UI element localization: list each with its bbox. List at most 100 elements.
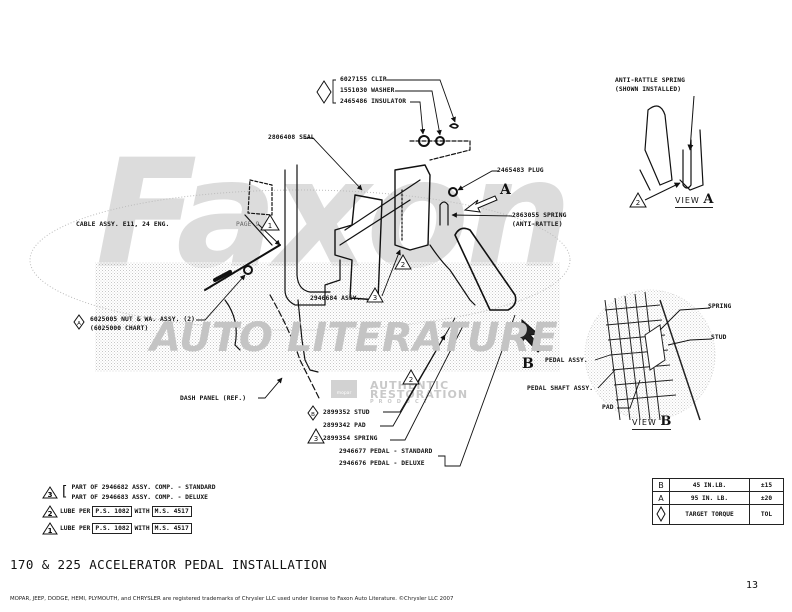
ars-line2: RESTORATION (370, 388, 469, 402)
view-b-pedal (659, 299, 701, 421)
shaft (344, 179, 421, 231)
cable-lever (244, 214, 273, 246)
label-nut-wa-chart: (6025000 CHART) (90, 325, 149, 332)
leader-viewb-spring (659, 307, 711, 331)
marker-3-lower: 3 (314, 435, 318, 443)
view-a-spring (682, 139, 692, 189)
view-a-direction-arrow (463, 195, 498, 213)
torque-tol-b: ±15 (749, 478, 784, 492)
view-b-arrow-letter: B (522, 356, 534, 372)
shaft-2 (339, 199, 411, 246)
leader-insulator (410, 101, 426, 135)
view-b-grid-h (604, 304, 677, 401)
triangle-marker-2-lower (402, 368, 420, 385)
marker-2-view-a: 2 (636, 199, 640, 207)
note-row-1: 1 LUBE PER P.S. 1082 WITH M.S. 4517 (42, 522, 216, 535)
authentic-restoration-logo: AUTHENTIC RESTORATION PRODUCT (370, 379, 469, 405)
leader-viewb-stud (667, 338, 713, 346)
view-a-bracket (644, 105, 673, 186)
torque-tol-a: ±20 (749, 491, 784, 505)
triangle-1-icon: 1 (42, 522, 58, 535)
torque-value-b: 45 IN.LB. (669, 478, 750, 492)
note-1-prefix: LUBE PER (60, 525, 91, 532)
svg-text:2: 2 (48, 510, 53, 518)
torque-row-a: A 95 IN. LB. ±20 (652, 491, 784, 505)
note-1-spec: P.S. 1082 (92, 523, 133, 534)
note-row-3: 3 [ PART OF 2946682 ASSY. COMP. - STANDA… (42, 481, 216, 503)
triangle-2-icon: 2 (42, 505, 58, 518)
label-spring: 2899354 SPRING (323, 435, 378, 442)
leader-spring-2 (390, 321, 466, 441)
label-insulator: 2465486 INSULATOR (340, 98, 407, 105)
torque-row-b: B 45 IN.LB. ±15 (652, 478, 784, 492)
diamond-icon (652, 504, 670, 525)
leader-spring (451, 212, 513, 218)
label-pedal-deluxe: 2946676 PEDAL - DELUXE (339, 460, 425, 467)
leader-viewb-pedal (594, 354, 611, 361)
bracket-glyph: [ (60, 484, 69, 500)
note-2-ms: M.S. 4517 (151, 506, 192, 517)
watermark-swoosh (29, 189, 571, 331)
label-dash-panel: DASH PANEL (REF.) (180, 395, 247, 402)
leader-nut (196, 274, 246, 321)
leader-pedal (438, 314, 516, 467)
triangle-marker-3-assy (366, 286, 384, 303)
diamond-marker-nut (73, 314, 85, 330)
page-title: 170 & 225 ACCELERATOR PEDAL INSTALLATION (10, 557, 328, 572)
view-a-spring-note: ANTI-RATTLE SPRING (615, 77, 686, 84)
ars-line1: AUTHENTIC (370, 379, 450, 392)
torque-header-row: TARGET TORQUE TOL (652, 504, 784, 525)
plug (448, 187, 458, 197)
view-b-stud: STUD (711, 334, 727, 341)
triangle-3-icon: 3 (42, 485, 58, 499)
leader-assy (381, 249, 401, 297)
torque-value-a: 95 IN. LB. (669, 491, 750, 505)
marker-2-lower: 2 (409, 376, 413, 384)
label-assy-2946684: 2946684 ASSY. (310, 295, 361, 302)
leader-pad (380, 317, 456, 427)
view-a-spring-note-2: (SHOWN INSTALLED) (615, 86, 682, 93)
marker-b-stud: B (311, 412, 315, 418)
torque-key-a: A (652, 491, 670, 505)
anti-rattle-spring (439, 201, 449, 226)
trademark-footer: MOPAR, JEEP, DODGE, HEMI, PLYMOUTH, and … (10, 596, 454, 602)
label-spring-anti-rattle-2: (ANTI-RATTLE) (512, 221, 563, 228)
notes-legend: 3 [ PART OF 2946682 ASSY. COMP. - STANDA… (42, 481, 216, 535)
leader-dash (258, 377, 283, 399)
triangle-marker-1-cable (260, 214, 280, 231)
torque-header-tol: TOL (749, 504, 784, 525)
view-a-letter: A (703, 192, 714, 207)
clip (449, 123, 459, 129)
assembly-dash (409, 140, 471, 161)
note-1-with: WITH (134, 525, 150, 532)
marker-3-assy: 3 (373, 294, 377, 302)
view-b-direction-arrow (519, 318, 543, 353)
label-cable-assy: CABLE ASSY. E11, 24 ENG. (76, 221, 170, 228)
pedal-bracket (394, 164, 431, 251)
dash-rod (297, 299, 319, 373)
ars-line3: PRODUCT (370, 398, 433, 405)
pedal (454, 227, 517, 311)
dash-bracket (284, 164, 341, 306)
leader-washer (395, 90, 442, 136)
label-washer: 1551030 WASHER (340, 87, 395, 94)
triangle-marker-2-view-a (629, 191, 647, 208)
pedal-rod (429, 244, 476, 306)
note-3-line1: PART OF 2946682 ASSY. COMP. - STANDARD (71, 483, 216, 491)
view-b-pedal-shaft-assy: PEDAL SHAFT ASSY. (527, 385, 594, 392)
marker-a-nut: A (77, 321, 81, 327)
leader-viewb-shaft (597, 369, 616, 389)
triangle-marker-3-lower (307, 427, 325, 444)
svg-text:1: 1 (48, 527, 53, 535)
label-spring-anti-rattle: 2863055 SPRING (512, 212, 567, 219)
marker-1-cable: 1 (268, 222, 272, 230)
nut (243, 265, 253, 275)
label-clip: 6027155 CLIP (340, 76, 387, 83)
triangle-marker-2-bracket (394, 253, 412, 270)
note-2-prefix: LUBE PER (60, 508, 91, 515)
view-b-pedal-assy: PEDAL ASSY. (545, 357, 588, 364)
diamond-marker-top (316, 80, 332, 104)
view-a-label: VIEW A (675, 192, 714, 208)
cable-lower (224, 299, 241, 351)
page-number: 13 (746, 580, 759, 591)
